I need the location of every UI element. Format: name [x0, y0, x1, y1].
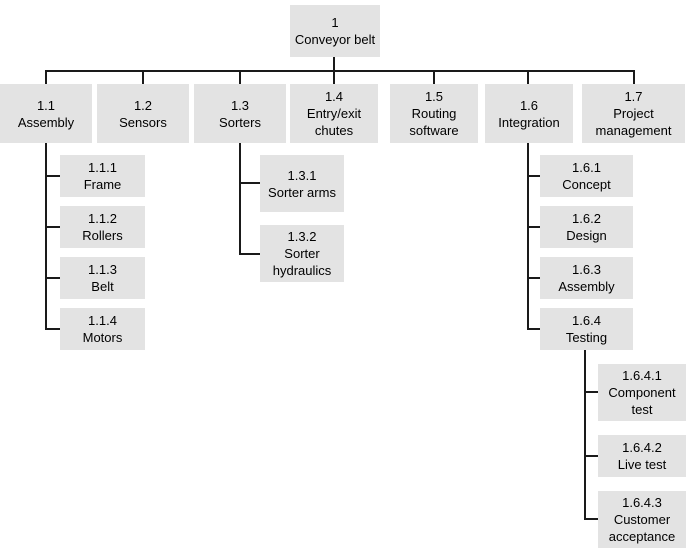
connector-stub-1-1-4	[45, 328, 60, 330]
node-name: Project management	[595, 106, 672, 138]
wbs-node-1-1-2: 1.1.2 Rollers	[60, 206, 145, 248]
node-name: Component test	[608, 385, 676, 417]
node-number: 1.1.3	[88, 262, 117, 277]
wbs-node-1-7: 1.7 Project management	[582, 84, 685, 143]
node-number: 1.2	[133, 97, 153, 113]
wbs-node-1-6-4-3: 1.6.4.3 Customer acceptance	[598, 491, 686, 548]
node-name: Design	[566, 228, 607, 243]
connector-stub-1-6-3	[527, 277, 540, 279]
node-number: 1.3	[230, 97, 250, 113]
connector-stub-1-6-1	[527, 175, 540, 177]
connector-stub-1-1	[45, 70, 47, 84]
wbs-node-1-3: 1.3 Sorters	[194, 84, 286, 143]
node-number: 1.4	[324, 89, 344, 104]
node-number: 1.5	[424, 89, 444, 104]
node-name: Frame	[83, 177, 122, 192]
node-number: 1.1.1	[88, 160, 117, 175]
node-name: Sorter arms	[268, 184, 336, 200]
connector-trunk-1-3	[239, 143, 241, 255]
connector-stub-1-3-1	[239, 182, 260, 184]
connector-trunk-1-6-4	[584, 350, 586, 520]
connector-stub-1-7	[633, 70, 635, 84]
node-number: 1.7	[624, 89, 643, 104]
node-name: Sensors	[119, 114, 167, 130]
wbs-node-1-6-4-2: 1.6.4.2 Live test	[598, 435, 686, 477]
node-number: 1	[331, 15, 339, 30]
connector-stub-1-1-2	[45, 226, 60, 228]
connector-root-stem	[333, 57, 335, 70]
node-name: Integration	[498, 114, 560, 130]
connector-stub-1-5	[433, 70, 435, 84]
wbs-node-1-1: 1.1 Assembly	[0, 84, 92, 143]
node-number: 1.1.4	[88, 313, 117, 328]
connector-stub-1-6-2	[527, 226, 540, 228]
node-number: 1.6.2	[572, 211, 601, 226]
node-number: 1.6.4.1	[622, 368, 662, 383]
wbs-node-1-5: 1.5 Routing software	[390, 84, 478, 143]
connector-stub-1-6-4	[527, 328, 540, 330]
node-number: 1.6.4	[572, 313, 601, 328]
node-name: Routing software	[409, 106, 459, 138]
node-name: Assembly	[558, 279, 615, 294]
node-number: 1.6.1	[572, 160, 601, 175]
wbs-node-1-3-2: 1.3.2 Sorter hydraulics	[260, 225, 344, 282]
node-name: Customer acceptance	[608, 512, 676, 544]
wbs-node-1-3-1: 1.3.1 Sorter arms	[260, 155, 344, 212]
connector-level2-bar	[45, 70, 635, 72]
node-number: 1.6.4.2	[622, 440, 662, 455]
node-name: Rollers	[82, 228, 123, 243]
node-number: 1.6.4.3	[622, 495, 662, 510]
connector-stub-1-3	[239, 70, 241, 84]
connector-stub-1-6	[527, 70, 529, 84]
node-name: Motors	[82, 330, 123, 345]
wbs-node-1: 1 Conveyor belt	[290, 5, 380, 57]
wbs-node-1-6-3: 1.6.3 Assembly	[540, 257, 633, 299]
node-number: 1.6.3	[572, 262, 601, 277]
connector-trunk-1-6	[527, 143, 529, 330]
wbs-node-1-6-4: 1.6.4 Testing	[540, 308, 633, 350]
node-name: Belt	[91, 279, 114, 294]
wbs-node-1-6-4-1: 1.6.4.1 Component test	[598, 364, 686, 421]
node-number: 1.3.1	[287, 167, 317, 183]
wbs-node-1-2: 1.2 Sensors	[97, 84, 189, 143]
connector-stub-1-6-4-3	[584, 518, 598, 520]
node-name: Concept	[562, 177, 611, 192]
node-name: Conveyor belt	[294, 32, 376, 47]
node-number: 1.6	[519, 97, 539, 113]
node-name: Sorter hydraulics	[272, 246, 332, 278]
node-name: Entry/exit chutes	[306, 106, 362, 138]
connector-trunk-1-1	[45, 143, 47, 330]
wbs-node-1-6-1: 1.6.1 Concept	[540, 155, 633, 197]
node-number: 1.1	[36, 97, 56, 113]
connector-stub-1-6-4-2	[584, 455, 598, 457]
node-name: Sorters	[219, 114, 261, 130]
connector-stub-1-2	[142, 70, 144, 84]
node-name: Testing	[565, 330, 608, 345]
wbs-node-1-6: 1.6 Integration	[485, 84, 573, 143]
node-name: Assembly	[17, 114, 75, 130]
wbs-node-1-1-4: 1.1.4 Motors	[60, 308, 145, 350]
connector-stub-1-1-3	[45, 277, 60, 279]
wbs-node-1-1-1: 1.1.1 Frame	[60, 155, 145, 197]
node-number: 1.3.2	[287, 229, 317, 244]
connector-stub-1-3-2	[239, 253, 260, 255]
connector-stub-1-6-4-1	[584, 391, 598, 393]
wbs-node-1-4: 1.4 Entry/exit chutes	[290, 84, 378, 143]
connector-stub-1-1-1	[45, 175, 60, 177]
wbs-node-1-6-2: 1.6.2 Design	[540, 206, 633, 248]
connector-stub-1-4	[333, 70, 335, 84]
node-number: 1.1.2	[88, 211, 117, 226]
wbs-node-1-1-3: 1.1.3 Belt	[60, 257, 145, 299]
node-name: Live test	[617, 457, 667, 472]
